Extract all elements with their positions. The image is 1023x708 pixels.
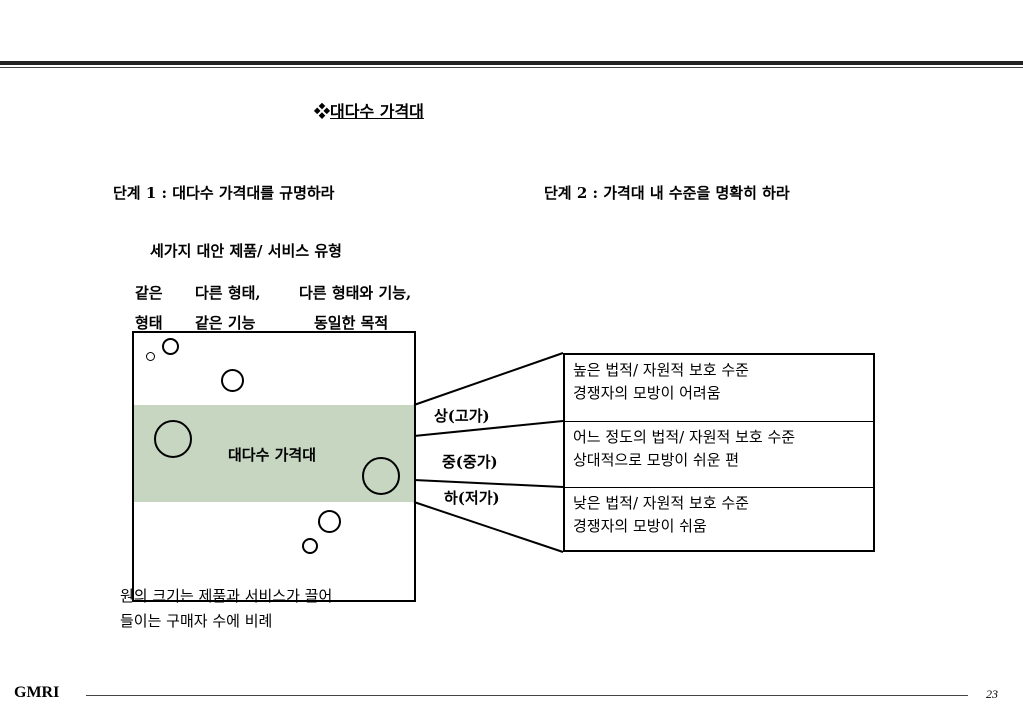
- level-low-label: 하(저가): [444, 489, 500, 507]
- buyer-circle-small: [302, 538, 318, 554]
- description-low-line-1: 낮은 법적/ 자원적 보호 수준: [573, 494, 749, 512]
- slide-title: ❖대다수 가격대: [314, 98, 424, 122]
- level-high-label: 상(고가): [434, 407, 490, 425]
- column-2-line-1: 다른 형태,: [195, 284, 261, 302]
- description-mid: 어느 정도의 법적/ 자원적 보호 수준 상대적으로 모방이 쉬운 편: [573, 426, 795, 472]
- product-types-heading: 세가지 대안 제품/ 서비스 유형: [150, 242, 342, 260]
- column-1-line-2: 형태: [135, 314, 163, 332]
- description-mid-line-1: 어느 정도의 법적/ 자원적 보호 수준: [573, 428, 796, 446]
- step-1-label: 단계 1 : 대다수 가격대를 규명하라: [113, 184, 335, 202]
- footer-rule: [86, 695, 968, 696]
- description-low-line-2: 경쟁자의 모방이 쉬움: [573, 517, 707, 535]
- connector-line-lower-mid: [413, 479, 564, 488]
- description-high-line-2: 경쟁자의 모방이 어려움: [573, 384, 721, 402]
- connector-line-top: [413, 352, 564, 406]
- slide-title-text: 대다수 가격대: [330, 102, 424, 121]
- buyer-circle-large: [154, 420, 192, 458]
- connector-line-bottom: [413, 501, 564, 553]
- row-divider: [565, 421, 873, 422]
- column-3-line-1: 다른 형태와 기능,: [299, 284, 412, 302]
- connector-line-upper-mid: [413, 420, 564, 437]
- majority-price-band-label: 대다수 가격대: [228, 446, 317, 464]
- level-mid-label: 중(중가): [442, 453, 498, 471]
- column-1-line-1: 같은: [135, 284, 163, 302]
- buyer-circle-medium: [221, 369, 244, 392]
- circle-size-note-line-2: 들이는 구매자 수에 비례: [120, 612, 273, 630]
- buyer-circle-small: [162, 338, 179, 355]
- description-high-line-1: 높은 법적/ 자원적 보호 수준: [573, 361, 749, 379]
- protection-levels-box: 높은 법적/ 자원적 보호 수준 경쟁자의 모방이 어려움 어느 정도의 법적/…: [563, 353, 875, 552]
- circle-size-note-line-1: 원의 크기는 제품과 서비스가 끌어: [120, 587, 333, 605]
- footer-logo: GMRI: [14, 684, 60, 701]
- buyer-circle-medium: [318, 510, 341, 533]
- description-low: 낮은 법적/ 자원적 보호 수준 경쟁자의 모방이 쉬움: [573, 492, 749, 538]
- column-3-line-2: 동일한 목적: [314, 314, 389, 332]
- description-mid-line-2: 상대적으로 모방이 쉬운 편: [573, 451, 740, 469]
- column-2-line-2: 같은 기능: [195, 314, 256, 332]
- price-range-box: [132, 331, 416, 602]
- row-divider: [565, 487, 873, 488]
- buyer-circle-tiny: [146, 352, 155, 361]
- page-number: 23: [986, 687, 998, 701]
- diamond-bullet-icon: ❖: [314, 102, 331, 121]
- buyer-circle-large: [362, 457, 400, 495]
- header-rule-thick: [0, 61, 1023, 65]
- step-2-label: 단계 2 : 가격대 내 수준을 명확히 하라: [544, 184, 790, 202]
- header-rule-thin: [0, 67, 1023, 68]
- description-high: 높은 법적/ 자원적 보호 수준 경쟁자의 모방이 어려움: [573, 359, 749, 405]
